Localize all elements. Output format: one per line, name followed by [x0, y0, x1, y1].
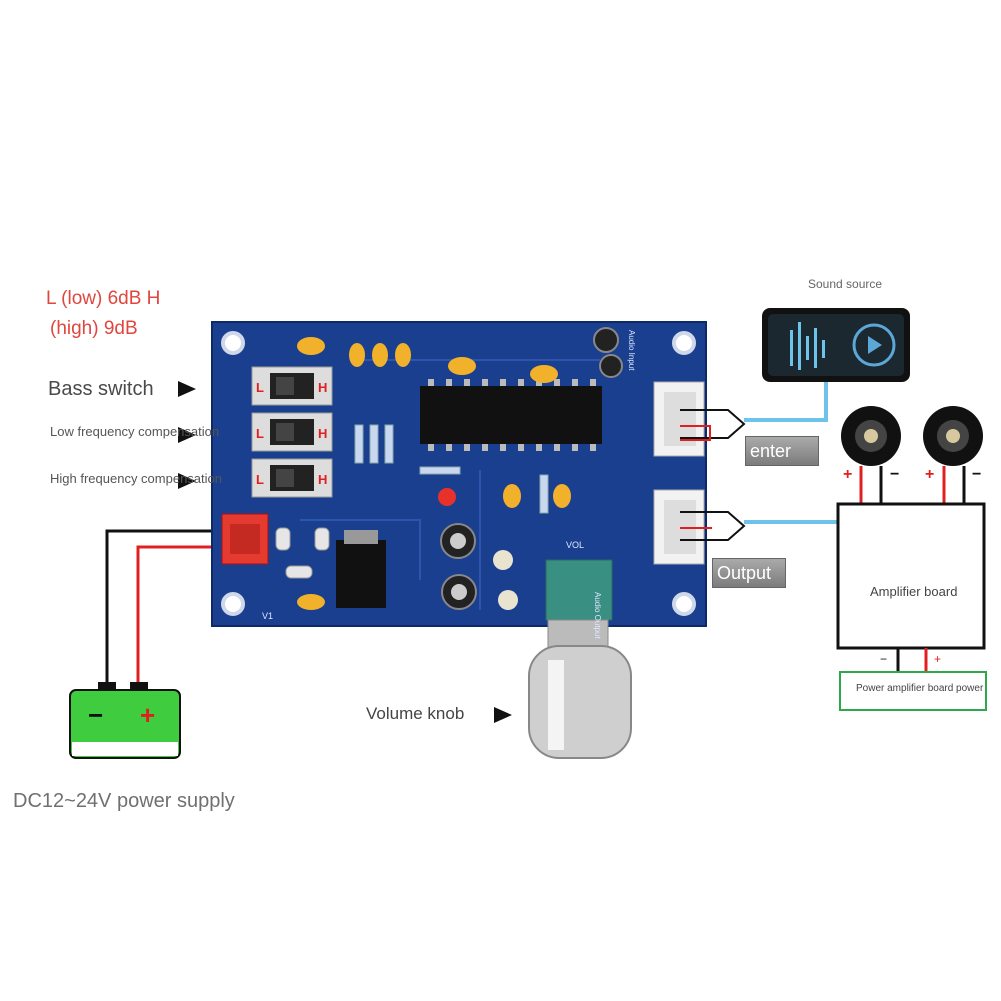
- v1-silkscreen: V1: [262, 611, 274, 621]
- output-wire-black: [680, 511, 746, 541]
- low-frequency-arrow: [178, 427, 196, 443]
- speaker-right: [923, 406, 983, 466]
- power-wire-black: [105, 529, 226, 686]
- power-supply-label: DC12~24V power supply: [13, 790, 235, 812]
- battery-plus: +: [140, 700, 156, 730]
- electrolytic-capacitors: [440, 327, 623, 610]
- input-wire-black: [680, 409, 746, 439]
- output-label: Output: [712, 558, 786, 588]
- mount-holes: [221, 331, 696, 616]
- bass-switch-arrow: [178, 381, 196, 397]
- speaker-left-minus: −: [890, 466, 900, 483]
- resistors: [354, 424, 549, 514]
- switch-bass-l: L: [256, 380, 264, 395]
- enter-label: enter: [745, 436, 819, 466]
- power-amp-board-power-label: Power amplifier board power: [856, 683, 984, 694]
- sound-source-device: [762, 308, 910, 382]
- amplifier-board: [836, 502, 986, 650]
- voltage-regulator: [336, 530, 386, 608]
- amp-power-plus: +: [934, 652, 942, 666]
- low-frequency-label: Low frequency compensation: [50, 424, 220, 439]
- speaker-left: [841, 406, 901, 466]
- volume-knob-arrow: [494, 707, 512, 723]
- switch-high-l: L: [256, 472, 264, 487]
- audio-input-silkscreen: Audio Input: [627, 330, 636, 371]
- speaker-right-plus: +: [925, 466, 935, 483]
- gain-label-line1: L (low) 6dB H: [46, 288, 161, 309]
- amplifier-board-label: Amplifier board: [870, 584, 958, 599]
- high-frequency-arrow: [178, 473, 196, 489]
- ceramic-capacitors: [297, 337, 571, 610]
- high-frequency-label: High frequency compensation: [50, 471, 222, 486]
- audio-input-connector: [653, 381, 705, 457]
- input-wire-red: [680, 425, 711, 441]
- switch-low-h: H: [318, 426, 328, 441]
- volume-potentiometer: [545, 559, 613, 621]
- amp-power-minus: −: [880, 652, 888, 666]
- power-led: [438, 488, 456, 506]
- bass-switch-label: Bass switch: [48, 378, 154, 400]
- sound-source-label: Sound source: [808, 277, 883, 291]
- power-wire-red: [136, 545, 226, 686]
- vol-silkscreen: VOL: [566, 540, 585, 550]
- volume-knob[interactable]: [528, 619, 632, 759]
- input-wire-blue: [744, 378, 828, 422]
- ic-chip: [420, 379, 602, 451]
- switch-high-h: H: [318, 472, 328, 487]
- low-frequency-switch[interactable]: [251, 412, 333, 452]
- power-connector: [221, 513, 269, 565]
- bass-switch[interactable]: [251, 366, 333, 406]
- battery: [69, 682, 181, 759]
- gain-label-line2: (high) 9dB: [50, 318, 138, 339]
- high-frequency-switch[interactable]: [251, 458, 333, 498]
- battery-minus: −: [88, 700, 104, 730]
- switch-low-l: L: [256, 426, 264, 441]
- volume-knob-label: Volume knob: [366, 704, 465, 723]
- speaker-left-plus: +: [843, 466, 853, 483]
- audio-output-silkscreen: Audio Output: [593, 592, 602, 639]
- switch-bass-h: H: [318, 380, 328, 395]
- speaker-right-minus: −: [972, 466, 982, 483]
- power-amp-board-power-box: [839, 671, 987, 711]
